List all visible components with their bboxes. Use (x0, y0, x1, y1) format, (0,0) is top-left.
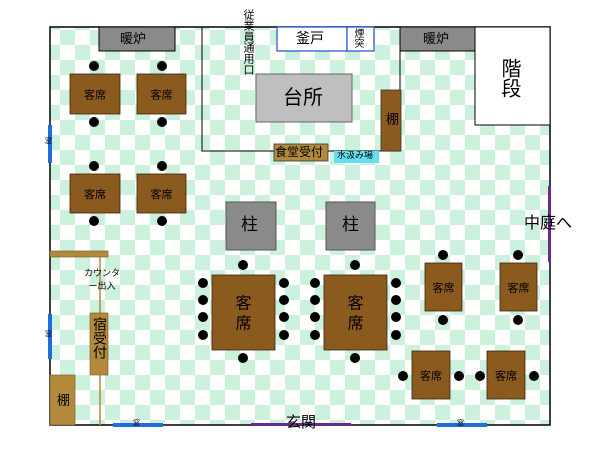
staff-entrance-text: 従業員通用口 (242, 9, 255, 75)
pillar-right (325, 201, 376, 251)
water-place (334, 151, 379, 163)
kitchen-label: 台所 (283, 85, 323, 109)
large-table-0-chair-5 (198, 330, 208, 340)
large-table-label-0: 客席 (235, 294, 251, 333)
heater-left-label: 暖炉 (120, 32, 147, 47)
large-table-0-chair-9 (279, 330, 289, 340)
heater-right-label: 暖炉 (423, 32, 450, 47)
small-table-label-3: 客席 (151, 187, 173, 201)
chimney-label: 煙突 (352, 28, 363, 48)
large-table-1-chair-6 (391, 278, 401, 288)
small-table-3 (136, 173, 187, 214)
counter-entrance-label: カウンター出入 (83, 269, 120, 292)
kitchen-counter (255, 73, 353, 123)
large-table-1 (323, 274, 388, 351)
large-table-1-chair-3 (310, 295, 320, 305)
small-table-3-chair-0 (157, 161, 167, 171)
large-table-1-chair-2 (310, 278, 320, 288)
small-table-3-chair-1 (157, 216, 167, 226)
small-table-2-chair-1 (89, 216, 99, 226)
large-table-1-chair-5 (310, 330, 320, 340)
window-left-bottom (48, 314, 52, 359)
large-table-1-chair-8 (391, 312, 401, 322)
courtyard-door (548, 186, 551, 262)
small-table-label-5: 客席 (508, 281, 530, 295)
water-place-label: 水汲み場 (337, 151, 374, 161)
small-table-6-chair-0 (398, 371, 408, 381)
small-table-1-chair-1 (157, 117, 167, 127)
small-table-7-chair-1 (529, 371, 539, 381)
shelf-left-label: 棚 (54, 393, 69, 406)
large-table-1-chair-4 (310, 312, 320, 322)
large-table-1-chair-0 (350, 260, 360, 270)
pillar-left (225, 201, 277, 251)
large-table-label-1: 客席 (347, 294, 363, 333)
heater-left (98, 26, 176, 52)
small-table-7 (486, 350, 526, 400)
oven (276, 26, 348, 52)
small-table-2-chair-0 (89, 161, 99, 171)
pillar-right-label: 柱 (342, 215, 359, 235)
stairs-room (474, 26, 551, 126)
shelf-left (49, 374, 76, 426)
small-table-4-chair-1 (438, 315, 448, 325)
large-table-0-chair-0 (238, 260, 248, 270)
small-table-2 (69, 173, 121, 214)
large-table-1-chair-7 (391, 295, 401, 305)
small-table-6 (411, 350, 451, 400)
small-table-label-7: 客席 (495, 369, 517, 383)
small-table-label-2: 客席 (84, 187, 106, 201)
small-table-1-chair-0 (157, 61, 167, 71)
shelf-kitchen (380, 89, 402, 152)
pillar-left-label: 柱 (241, 215, 258, 235)
heater-right (399, 26, 476, 52)
window-bottom-left (113, 423, 163, 427)
inn-reception-label: 宿受付 (91, 317, 107, 359)
small-table-5-chair-0 (513, 250, 523, 260)
large-table-0-chair-1 (238, 353, 248, 363)
large-table-0 (211, 274, 276, 351)
large-table-1-chair-1 (350, 353, 360, 363)
stairs-label: 階段 (498, 58, 522, 98)
dining-reception-label: 食堂受付 (275, 145, 324, 159)
window-label-left-bottom: 窓 (45, 330, 52, 338)
large-table-0-chair-7 (279, 295, 289, 305)
large-table-0-chair-2 (198, 278, 208, 288)
large-table-0-chair-8 (279, 312, 289, 322)
small-table-4-chair-0 (438, 250, 448, 260)
window-label-bottom-left: 窓 (133, 419, 140, 427)
oven-label: 釜戸 (296, 31, 324, 47)
counter-top (49, 250, 109, 258)
small-table-6-chair-1 (454, 371, 464, 381)
window-label-bottom-right: 窓 (457, 419, 464, 427)
inn-reception (89, 312, 109, 376)
small-table-label-6: 客席 (420, 369, 442, 383)
small-table-0-chair-1 (89, 117, 99, 127)
entrance-label: 玄関 (286, 413, 317, 431)
small-table-4 (424, 262, 463, 312)
window-left-top (48, 125, 52, 163)
staff-entrance-label: 従業員通用口 (222, 9, 255, 75)
small-table-label-1: 客席 (151, 88, 173, 102)
entrance-door (251, 423, 351, 426)
large-table-0-chair-3 (198, 295, 208, 305)
courtyard-label: 中庭へ (524, 213, 573, 232)
small-table-0-chair-0 (89, 61, 99, 71)
large-table-0-chair-4 (198, 312, 208, 322)
small-table-1 (136, 73, 187, 115)
window-label-left-top: 窓 (45, 137, 52, 145)
small-table-5-chair-1 (513, 315, 523, 325)
small-table-5 (499, 262, 538, 312)
small-table-label-4: 客席 (433, 281, 455, 295)
small-table-label-0: 客席 (84, 88, 106, 102)
large-table-1-chair-9 (391, 330, 401, 340)
chimney (346, 26, 375, 52)
window-bottom-right (437, 423, 487, 427)
shelf-kitchen-label: 棚 (383, 112, 398, 125)
dining-reception (273, 143, 329, 162)
small-table-0 (69, 73, 121, 115)
large-table-0-chair-6 (279, 278, 289, 288)
small-table-7-chair-0 (475, 371, 485, 381)
